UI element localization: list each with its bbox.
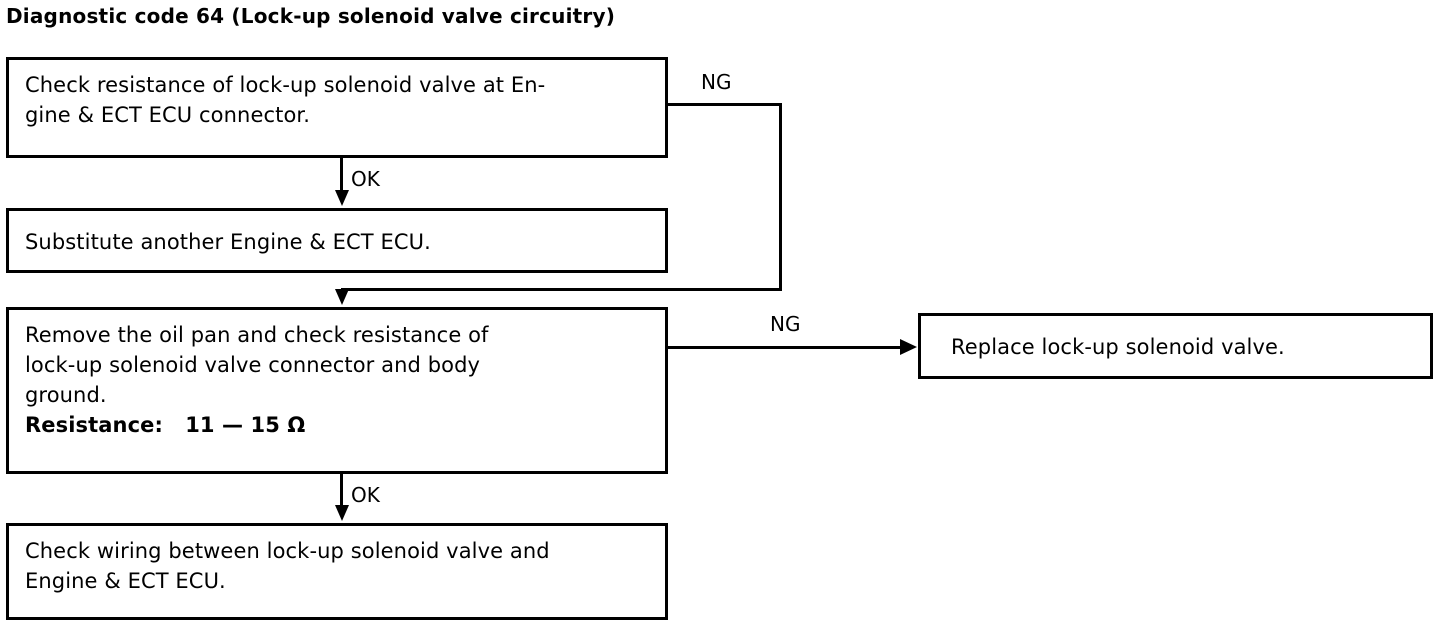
edge-label-ok-top: OK <box>351 167 380 191</box>
edge-ng-top-horizontal <box>668 103 782 106</box>
node-replace-solenoid-valve: Replace lock-up solenoid valve. <box>918 313 1433 379</box>
page-title: Diagnostic code 64 (Lock-up solenoid val… <box>6 4 616 28</box>
node-line: Check resistance of lock-up solenoid val… <box>25 73 546 97</box>
node-line-resistance-spec: Resistance: 11 — 15 Ω <box>25 413 306 437</box>
node-line: ground. <box>25 383 107 407</box>
edge-ng-top-return <box>341 288 782 291</box>
edge-ok-bottom-arrowhead <box>335 505 349 521</box>
edge-label-ng-top: NG <box>701 70 732 94</box>
edge-ok-top-arrowhead <box>335 190 349 206</box>
node-line: gine & ECT ECU connector. <box>25 103 310 127</box>
node-substitute-ecu: Substitute another Engine & ECT ECU. <box>6 208 668 273</box>
node-check-resistance-ecu-connector: Check resistance of lock-up solenoid val… <box>6 57 668 158</box>
edge-label-ng-middle: NG <box>770 312 801 336</box>
edge-label-ok-bottom: OK <box>351 483 380 507</box>
node-remove-oil-pan-check-resistance: Remove the oil pan and check resistance … <box>6 307 668 474</box>
edge-ng-top-vertical <box>779 103 782 291</box>
edge-ng-middle-arrowhead <box>900 339 917 355</box>
edge-ok-top-vertical <box>340 158 343 194</box>
node-line: Check wiring between lock-up solenoid va… <box>25 539 550 563</box>
node-line: Substitute another Engine & ECT ECU. <box>25 229 431 254</box>
node-line: lock-up solenoid valve connector and bod… <box>25 353 481 377</box>
edge-ng-middle-horizontal <box>668 346 902 349</box>
node-line: Replace lock-up solenoid valve. <box>951 335 1285 359</box>
node-check-wiring: Check wiring between lock-up solenoid va… <box>6 523 668 620</box>
node-line: Engine & ECT ECU. <box>25 569 226 593</box>
node-line: Remove the oil pan and check resistance … <box>25 323 489 347</box>
edge-ng-top-arrowhead <box>335 289 349 305</box>
edge-ok-bottom-vertical <box>340 474 343 509</box>
